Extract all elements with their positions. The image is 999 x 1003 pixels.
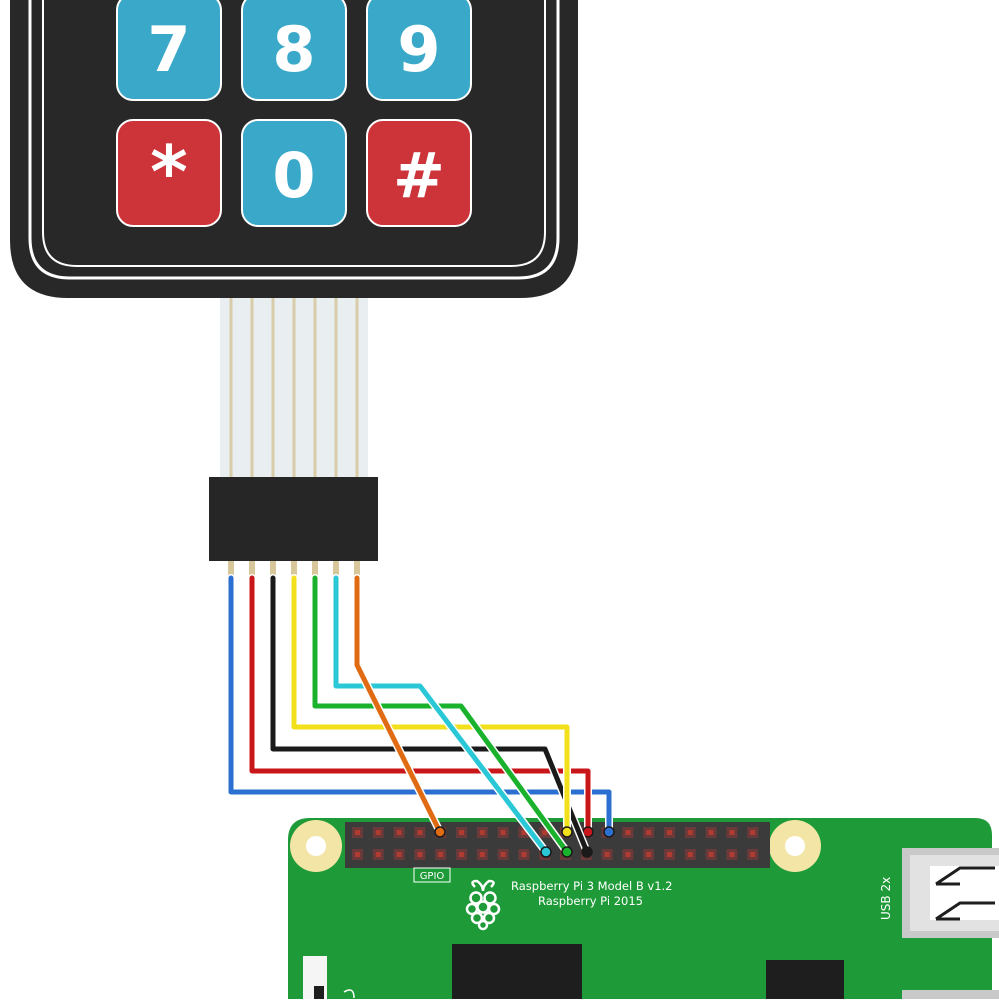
gpio-pin-core [729,852,735,857]
ribbon-conductors [229,298,359,478]
connector-pin [312,561,318,583]
keypad-keys: 7 8 9 * 0 # [116,0,472,227]
gpio-pin-core [459,852,464,857]
gpio-label: GPIO [420,871,445,882]
keypad-key-label: 8 [272,13,315,86]
connector-pin [249,561,255,583]
keypad-key-label: 9 [397,13,440,86]
raspberry-logo-icon [465,879,501,931]
mounting-hole-left [290,820,342,872]
keypad: 7 8 9 * 0 # [10,0,578,298]
connector-pin [228,561,234,583]
gpio-pin-core [417,830,423,835]
keypad-key-0-2[interactable]: 9 [366,0,472,101]
gpio-pin-core [396,852,402,857]
gpio-pin-core [708,830,714,835]
keypad-key-0-1[interactable]: 8 [241,0,347,101]
keypad-border-outer [28,0,560,280]
keypad-key-1-2[interactable]: # [366,119,472,227]
gpio-pin-core [604,852,610,857]
gpio-pin-core [500,852,506,857]
gpio-pin-core [521,830,527,835]
ribbon-cable [220,298,368,480]
gpio-pin-core [750,830,756,835]
keypad-key-0-0[interactable]: 7 [116,0,222,101]
display-connector-latch [314,986,324,1003]
wire-end-black [581,846,593,858]
gpio-pin-core [479,830,485,835]
gpio-pin-core [625,830,631,835]
usb-controller-chip [766,960,844,1003]
gpio-pin-core [646,852,652,857]
header-connector [209,477,378,561]
gpio-pin-core [355,830,360,835]
gpio-pin-core [750,852,756,857]
keypad-border-inner [42,0,546,267]
wire-green [311,574,573,858]
wire-end-green [561,846,573,858]
gpio-pin-core [542,830,548,835]
gpio-pin-core [459,830,464,835]
wire-cyan [332,574,552,858]
keypad-key-label: # [393,139,445,212]
connector-pin [270,561,276,583]
component-marking [343,989,355,999]
board-model-line1: Raspberry Pi 3 Model B v1.2 [511,879,673,893]
gpio-pin-core [687,830,693,835]
keypad-key-1-1[interactable]: 0 [241,119,347,227]
connector-pin [354,561,360,583]
gpio-pin-core [355,852,360,857]
wire-yellow [290,574,573,838]
gpio-pin-core [479,852,485,857]
soc-chip [452,944,582,1003]
connector-pin [291,561,297,583]
gpio-pin-core [417,852,423,857]
keypad-key-label: 7 [147,13,190,86]
wire-end-cyan [540,846,552,858]
gpio-pin-core [396,830,402,835]
mounting-hole-right [769,820,821,872]
usb-label: USB 2x [879,877,893,920]
gpio-pin-core [438,852,444,857]
wire-end-orange [434,826,446,838]
gpio-label-box [413,867,451,883]
gpio-pin-core [375,830,381,835]
jumper-wires [227,574,615,858]
gpio-pin-core [500,830,506,835]
gpio-pin-core [375,852,381,857]
wire-red [248,574,594,838]
gpio-pin-core [667,852,672,857]
wire-orange [353,574,446,838]
wire-end-yellow [561,826,573,838]
gpio-pin-core [729,830,735,835]
gpio-pin-core [687,852,693,857]
keypad-key-label: 0 [272,139,315,212]
usb-port [902,848,999,938]
keypad-key-label: * [150,130,188,214]
gpio-pin-core [708,852,714,857]
gpio-pin-core [646,830,652,835]
wire-end-blue [603,826,615,838]
connector-pins [228,561,360,583]
gpio-pin-core [625,852,631,857]
gpio-pin-core [667,830,672,835]
keypad-key-1-0[interactable]: * [116,119,222,227]
usb-port-lower [902,990,999,1002]
gpio-pin-core [521,852,527,857]
board-model-line2: Raspberry Pi 2015 [538,894,643,908]
connector-pin [333,561,339,583]
raspberry-pi-board: GPIO Raspberry Pi 3 Model B v1.2 Raspber… [288,818,999,1003]
